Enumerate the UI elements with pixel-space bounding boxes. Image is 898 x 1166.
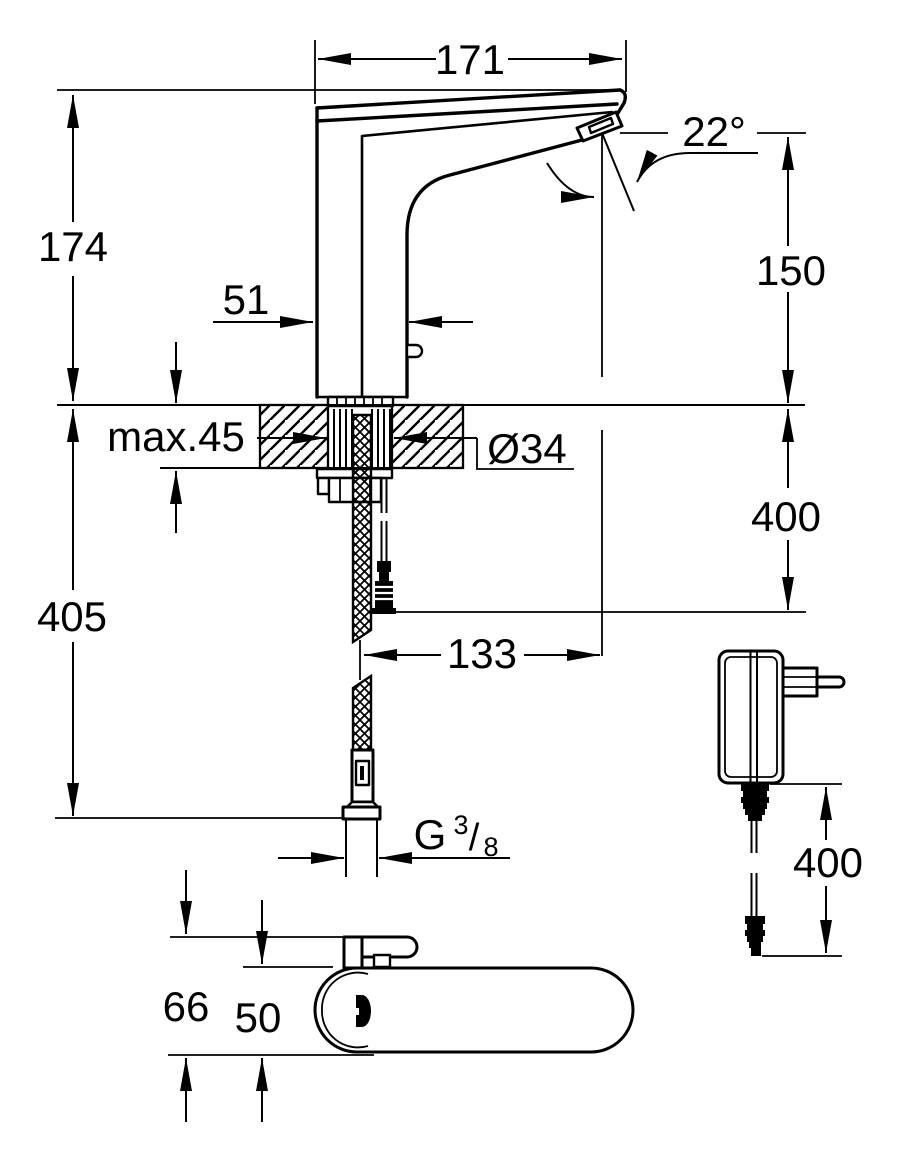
base-top-view <box>313 935 635 1054</box>
deck-slab-right <box>390 403 465 470</box>
hose-lower-segment <box>351 673 373 752</box>
thread-denominator: 8 <box>483 832 498 862</box>
plug-pin <box>815 675 846 689</box>
flow-direction-arrow <box>546 162 595 203</box>
spout-inner-edge <box>360 110 614 399</box>
label-spray-angle: 22° <box>682 108 746 155</box>
thread-pipe <box>345 819 378 877</box>
lever-stem <box>342 935 364 970</box>
label-cable-length: 400 <box>751 493 821 540</box>
sensor-window-notch <box>355 1008 359 1015</box>
thread-slash: / <box>469 817 480 859</box>
label-base-depth: 66 <box>163 983 210 1030</box>
adapter-seam <box>749 652 758 782</box>
dimension-lines <box>67 53 832 1122</box>
label-hole-diameter: Ø34 <box>487 425 566 472</box>
plug-collar <box>781 666 819 698</box>
sensor-cable <box>372 479 396 614</box>
label-body-width: 51 <box>223 276 270 323</box>
base-inner-contour <box>321 971 369 1049</box>
angle-leader-arrow <box>636 149 758 183</box>
spray-angle-ray <box>601 132 635 212</box>
label-hose-offset: 133 <box>447 630 517 677</box>
backnut-tab <box>316 476 331 496</box>
faucet-side-view <box>315 88 628 408</box>
label-total-height: 174 <box>38 223 108 270</box>
temperature-lever <box>360 935 419 959</box>
sensor-window <box>356 995 371 1027</box>
plug-ridges <box>375 585 393 601</box>
hole-dia-leader-shelf <box>476 438 574 470</box>
thread-letter: G <box>414 811 447 858</box>
spout-top-back-edge <box>315 88 622 110</box>
aerator-screen <box>587 116 615 135</box>
label-spout-reach: 171 <box>435 36 505 83</box>
spout-underside-edge <box>405 138 584 399</box>
spout-tip-face <box>616 88 628 115</box>
hex-nut <box>341 805 382 821</box>
plug-body <box>375 581 393 608</box>
fitting-window-mark <box>360 766 364 780</box>
spout-top-front-edge <box>315 102 619 123</box>
dc-plug <box>745 916 765 956</box>
label-adapter-cable-length: 400 <box>793 839 863 886</box>
label-base-body-depth: 50 <box>235 994 282 1041</box>
adapter-strain-relief <box>741 783 769 821</box>
extension-lines <box>55 40 842 1056</box>
label-thread-size: G 3 / 8 <box>414 810 499 862</box>
deck-slab-left <box>258 403 330 470</box>
label-outlet-height: 150 <box>756 247 826 294</box>
body-side-tab <box>405 343 424 359</box>
lever-notch <box>372 953 392 969</box>
power-adapter <box>717 649 846 956</box>
cable-lines <box>380 479 388 561</box>
hose-upper-segment <box>351 413 373 645</box>
plug-neck <box>379 572 389 581</box>
dimension-labels: 171 22° 174 150 51 max.45 Ø34 400 405 13… <box>37 36 863 1041</box>
adapter-cable <box>750 821 758 916</box>
label-hose-length: 405 <box>37 593 107 640</box>
supply-hose <box>341 413 382 877</box>
plug-flare <box>372 608 396 614</box>
base-gasket-ribs <box>336 397 383 406</box>
plug-collar-lines <box>783 676 817 688</box>
plug-cap <box>377 561 391 572</box>
thread-numerator: 3 <box>453 810 468 840</box>
base-footprint <box>313 966 635 1054</box>
label-deck-thickness: max.45 <box>107 413 245 460</box>
